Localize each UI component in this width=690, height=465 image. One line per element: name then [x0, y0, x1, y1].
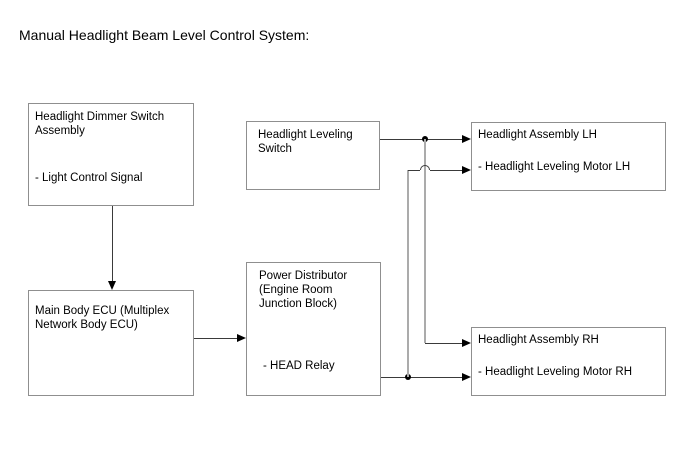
box-title: Headlight Leveling Switch: [258, 129, 356, 155]
arrowhead-into-power-distributor: [237, 334, 246, 342]
box-headlight-assembly-rh: Headlight Assembly RH - Headlight Leveli…: [471, 327, 666, 396]
box-headlight-assembly-lh: Headlight Assembly LH - Headlight Leveli…: [471, 122, 666, 191]
box-detail: - HEAD Relay: [263, 360, 335, 372]
arrowhead-into-lh-bottom: [462, 166, 471, 174]
box-headlight-dimmer-switch-assembly: Headlight Dimmer Switch Assembly - Light…: [28, 103, 194, 206]
box-title: Headlight Assembly LH: [478, 129, 597, 141]
arrowhead-into-lh-top: [462, 135, 471, 143]
crossover-hop: [420, 165, 430, 170]
arrowhead-into-rh-top: [462, 339, 471, 347]
branch-leveling-switch-to-rh-horizontal: [425, 343, 462, 344]
box-title: Power Distributor (Engine Room Junction …: [259, 270, 351, 310]
box-detail: - Light Control Signal: [35, 172, 143, 184]
box-main-body-ecu: Main Body ECU (Multiplex Network Body EC…: [28, 290, 194, 396]
junction-dot-power-distributor: [405, 374, 411, 380]
branch-power-distributor-to-lh-vertical: [407, 170, 409, 377]
box-headlight-leveling-switch: Headlight Leveling Switch: [246, 121, 380, 190]
box-title: Headlight Assembly RH: [478, 334, 599, 346]
box-power-distributor: Power Distributor (Engine Room Junction …: [246, 262, 381, 396]
arrowhead-down-into-ecu: [108, 281, 116, 290]
diagram-title: Manual Headlight Beam Level Control Syst…: [19, 27, 310, 43]
branch-power-distributor-to-lh-horizontal-a: [408, 170, 420, 171]
branch-power-distributor-to-lh-horizontal-b: [430, 170, 462, 171]
box-title: Headlight Dimmer Switch Assembly: [35, 111, 167, 137]
connector-power-distributor-to-rh: [381, 377, 462, 378]
connector-leveling-switch-to-lh: [380, 139, 462, 140]
box-title: Main Body ECU (Multiplex Network Body EC…: [35, 305, 173, 331]
arrowhead-into-rh-bottom: [462, 373, 471, 381]
box-detail: - Headlight Leveling Motor RH: [478, 366, 633, 378]
connector-dimmer-to-ecu: [112, 206, 113, 282]
connector-ecu-to-power-distributor: [194, 338, 237, 339]
branch-leveling-switch-to-rh-vertical: [424, 139, 426, 343]
box-detail: - Headlight Leveling Motor LH: [478, 161, 631, 173]
